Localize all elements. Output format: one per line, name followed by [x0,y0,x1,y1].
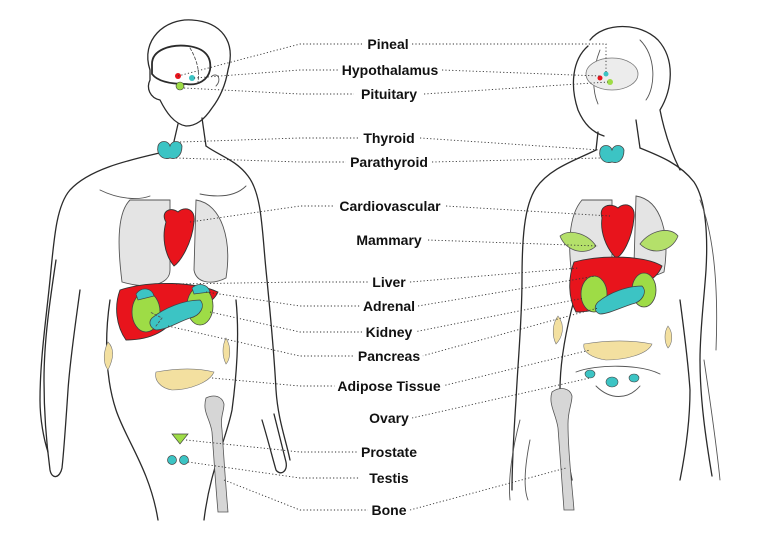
male-femur [204,395,229,513]
male-left-lung [118,199,171,287]
leader-hypothalamus-right [441,69,601,77]
male-ear [211,74,220,87]
leader-parathyroid-left [175,157,346,163]
leader-adrenal-right [417,275,597,307]
leader-adipose-left [211,377,336,387]
male-right-adrenal [191,284,211,295]
label-ovary: Ovary [366,410,412,426]
leader-pancreas-left [167,325,356,357]
male-head-outline [147,19,231,127]
leader-pineal-right [412,43,607,72]
male-duct [149,311,163,327]
leader-liver-right [409,267,579,283]
female-adipose-abdomen [583,340,653,361]
leader-mammary-right [427,239,599,247]
female-adipose-left [552,315,563,345]
male-brain-divider [189,47,199,83]
leader-adrenal-left [205,291,360,307]
male-left-arm [43,259,81,478]
leader-thyroid-left [179,137,358,143]
label-liver: Liver [369,274,409,290]
label-hypothalamus: Hypothalamus [338,62,442,78]
male-right-testis [179,455,189,465]
female-pelvis [575,365,661,397]
male-thyroid [157,141,183,159]
leader-parathyroid-right [431,157,601,163]
male-pituitary-dot [175,81,185,91]
female-pancreas [594,285,645,315]
female-right-arm [699,199,721,481]
female-brain [585,57,639,91]
leader-cardio-right [445,205,611,217]
leader-adipose-right [441,349,591,387]
male-right-lung [193,199,229,283]
male-adipose-right [222,337,231,365]
male-heart [163,208,195,267]
female-figure [509,25,721,511]
male-pancreas [149,299,203,331]
leader-bone-left [223,479,368,511]
female-waist [559,299,691,481]
female-pineal-dot [603,71,609,77]
leader-testis-left [187,461,360,479]
female-thyroid [599,145,625,163]
female-torso-outline [511,147,713,491]
male-left-testis [167,455,177,465]
female-uterus [605,376,619,388]
male-torso-outline [39,145,291,461]
male-hypothalamus-dot [189,75,195,81]
leader-prostate-left [185,439,358,453]
male-figure [39,19,291,521]
leader-lines [167,43,611,511]
female-adipose-right [664,325,673,349]
label-prostate: Prostate [357,444,421,460]
label-adipose-tissue: Adipose Tissue [334,378,444,394]
female-head-outline [572,25,681,171]
female-right-ovary [628,373,640,383]
label-adrenal: Adrenal [359,298,419,314]
leader-pituitary-right [423,81,609,95]
male-right-hand [261,413,287,474]
leader-liver-left [175,281,368,285]
female-femur [550,388,575,511]
leader-thyroid-right [419,137,601,151]
leader-hypothalamus-left [193,69,338,79]
male-adipose-left [103,341,113,371]
female-left-hand [509,419,531,501]
label-parathyroid: Parathyroid [347,154,431,170]
label-bone: Bone [368,502,410,518]
label-thyroid: Thyroid [360,130,418,146]
male-left-adrenal [135,288,155,301]
male-brain-outline [151,44,212,86]
male-adipose-abdomen [155,368,215,391]
label-pineal: Pineal [364,36,412,52]
leader-pineal-left [177,43,362,77]
label-mammary: Mammary [353,232,425,248]
leader-pancreas-right [421,307,599,357]
female-pituitary-dot [607,79,613,85]
female-left-ovary [584,369,596,379]
leader-kidney-left [209,311,364,333]
male-prostate [171,433,189,445]
female-neck [595,119,641,151]
male-collar [99,185,247,199]
label-testis: Testis [366,470,412,486]
label-pancreas: Pancreas [354,348,424,364]
female-mammary-left [559,232,597,252]
female-hypothalamus-dot [597,75,603,81]
label-pituitary: Pituitary [357,86,421,102]
male-waist [105,299,239,521]
female-mammary-right [639,230,679,252]
label-cardiovascular: Cardiovascular [336,198,444,214]
female-heart [600,204,635,259]
leader-pituitary-left [183,87,354,95]
leader-bone-right [409,467,567,511]
label-kidney: Kidney [362,324,416,340]
